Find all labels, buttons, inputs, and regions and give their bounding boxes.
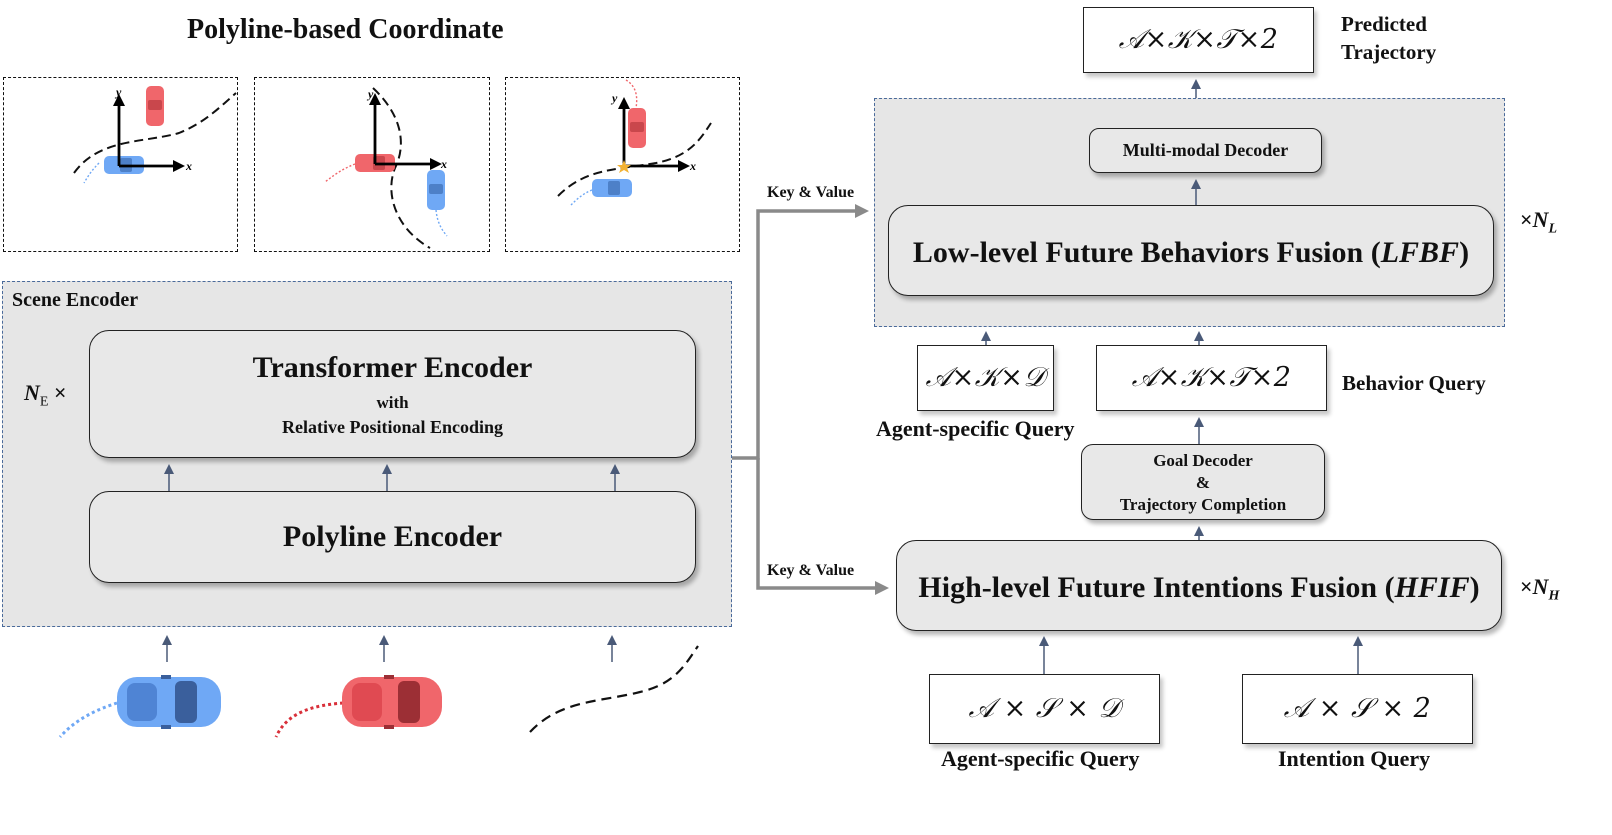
svg-text:y: y <box>114 85 122 99</box>
polyline-encoder-title: Polyline Encoder <box>282 520 503 553</box>
agent-query-mid-box: 𝒜×𝒦×𝒟 <box>917 345 1054 411</box>
key-value-label-top: Key & Value <box>767 184 855 201</box>
hfif-box: High-level Future Intentions Fusion (HFI… <box>896 540 1502 631</box>
svg-text:x: x <box>440 157 447 171</box>
polyline-encoder-box: Polyline Encoder <box>89 491 696 583</box>
agent-query-mid-label: Agent-specific Query <box>876 416 1075 441</box>
goal-decoder-line1: Goal Decoder <box>1153 451 1253 470</box>
agent-query-bottom-box: 𝒜 × 𝒮 × 𝒟 <box>929 674 1160 744</box>
agent-query-bottom-label: Agent-specific Query <box>941 746 1140 771</box>
coordinate-panel-3: y x <box>505 77 740 252</box>
agent-query-mid-formula: 𝒜×𝒦×𝒟 <box>925 362 1046 393</box>
key-value-label-bottom: Key & Value <box>767 562 855 579</box>
key-value-connector <box>732 204 869 460</box>
transformer-encoder-with: with <box>376 393 409 412</box>
hfif-title: High-level Future Intentions Fusion (HFI… <box>918 571 1480 604</box>
predicted-formula: 𝒜×𝒦×𝒯×2 <box>1118 24 1279 55</box>
lfbf-repeat-label: ×NL <box>1520 207 1557 237</box>
goal-decoder-line2: & <box>1195 473 1211 492</box>
transformer-encoder-subtitle: Relative Positional Encoding <box>281 417 503 437</box>
intention-query-formula: 𝒜 × 𝒮 × 2 <box>1283 693 1432 724</box>
transformer-encoder-box: Transformer Encoder with Relative Positi… <box>89 330 696 458</box>
predicted-label-line1: Predicted <box>1341 12 1427 36</box>
transformer-encoder-title: Transformer Encoder <box>252 351 533 384</box>
key-value-connector-lower <box>756 458 889 595</box>
svg-text:y: y <box>610 91 618 105</box>
multimodal-decoder-box: Multi-modal Decoder <box>1089 128 1322 173</box>
goal-decoder-line3: Trajectory Completion <box>1119 495 1287 514</box>
svg-text:y: y <box>366 87 374 101</box>
multimodal-decoder-label: Multi-modal Decoder <box>1122 140 1289 160</box>
coordinate-diagram-2: y x <box>324 87 448 249</box>
encoder-repeat-label: NE × <box>24 380 67 410</box>
red-agent-icon <box>274 675 442 738</box>
predicted-label-line2: Trajectory <box>1341 40 1437 64</box>
agent-query-bottom-formula: 𝒜 × 𝒮 × 𝒟 <box>968 693 1121 724</box>
svg-text:x: x <box>185 159 192 173</box>
coordinate-diagram-3: y x <box>557 79 712 207</box>
blue-agent-icon <box>58 675 221 738</box>
coordinate-diagram-1: y x <box>73 85 237 184</box>
intention-query-label: Intention Query <box>1278 746 1431 771</box>
lfbf-title: Low-level Future Behaviors Fusion (LFBF) <box>912 236 1470 269</box>
predicted-trajectory-box: 𝒜×𝒦×𝒯×2 <box>1083 7 1314 73</box>
coordinate-panel-2: y x <box>254 77 490 252</box>
coordinate-panel-1: y x <box>3 77 238 252</box>
coordinate-title: Polyline-based Coordinate <box>187 14 504 45</box>
goal-decoder-box: Goal Decoder & Trajectory Completion <box>1081 444 1325 520</box>
lfbf-box: Low-level Future Behaviors Fusion (LFBF) <box>888 205 1494 296</box>
svg-text:x: x <box>689 159 696 173</box>
map-polyline-icon <box>529 645 699 733</box>
hfif-repeat-label: ×NH <box>1520 574 1560 604</box>
behavior-query-box: 𝒜×𝒦×𝒯×2 <box>1096 345 1327 411</box>
behavior-query-label: Behavior Query <box>1342 371 1486 395</box>
scene-encoder-label: Scene Encoder <box>12 289 139 311</box>
intention-query-box: 𝒜 × 𝒮 × 2 <box>1242 674 1473 744</box>
behavior-query-formula: 𝒜×𝒦×𝒯×2 <box>1131 362 1292 393</box>
